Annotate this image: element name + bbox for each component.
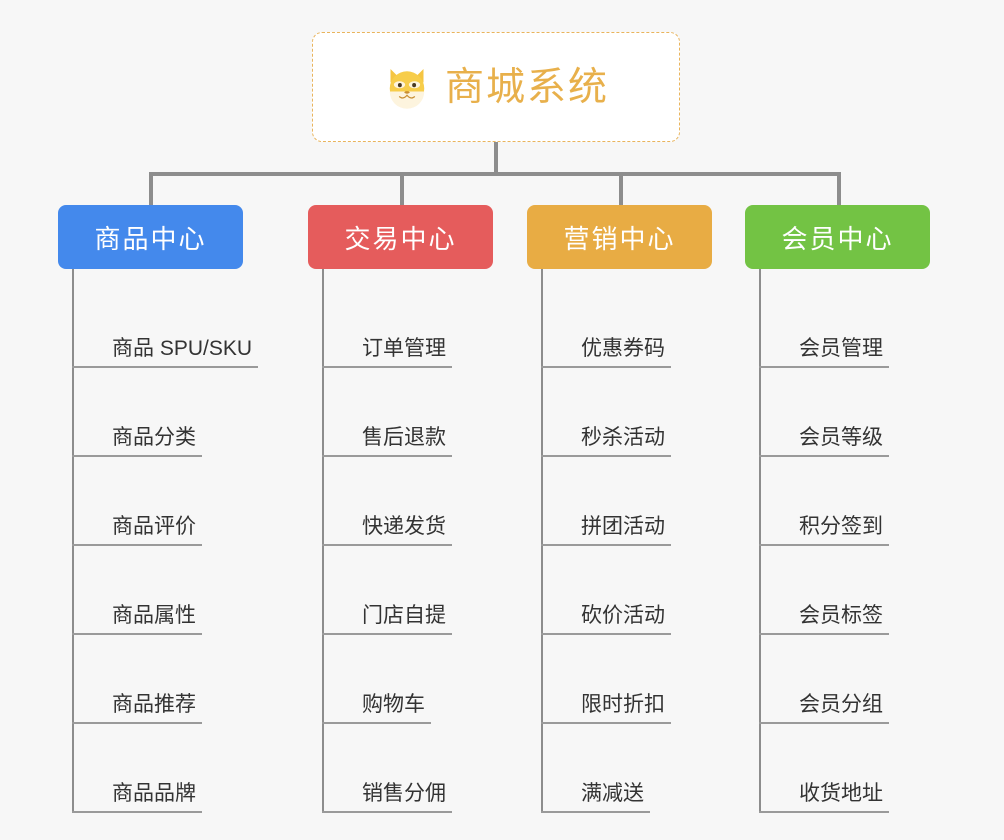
- list-item-rule: [322, 722, 431, 724]
- list-item-label: 积分签到: [799, 515, 883, 538]
- list-item-label: 购物车: [362, 693, 425, 716]
- list-item-label: 收货地址: [799, 782, 883, 805]
- category-header-product-center[interactable]: 商品中心: [58, 205, 243, 269]
- list-item[interactable]: 会员管理: [759, 279, 945, 368]
- list-item-label: 商品分类: [112, 426, 196, 449]
- leaf-spine: [322, 269, 324, 813]
- list-item-rule: [759, 811, 889, 813]
- leaf-list-product-center: 商品 SPU/SKU 商品分类 商品评价 商品属性 商品推荐: [72, 269, 306, 813]
- list-item-rule: [541, 366, 671, 368]
- list-item-label: 商品品牌: [112, 782, 196, 805]
- list-item[interactable]: 销售分佣: [322, 724, 528, 813]
- list-item-label: 会员标签: [799, 604, 883, 627]
- list-item-rule: [759, 722, 889, 724]
- list-item-label: 会员分组: [799, 693, 883, 716]
- list-item[interactable]: 秒杀活动: [541, 368, 727, 457]
- list-item[interactable]: 商品推荐: [72, 635, 306, 724]
- leaf-list-trade-center: 订单管理 售后退款 快递发货 门店自提 购物车: [322, 269, 528, 813]
- list-item[interactable]: 满减送: [541, 724, 727, 813]
- list-item-rule: [322, 811, 452, 813]
- list-item-label: 满减送: [581, 782, 644, 805]
- column-member-center: 会员中心 会员管理 会员等级 积分签到 会员标签: [745, 205, 945, 813]
- list-item[interactable]: 限时折扣: [541, 635, 727, 724]
- list-item[interactable]: 砍价活动: [541, 546, 727, 635]
- column-product-center: 商品中心 商品 SPU/SKU 商品分类 商品评价 商品属性: [58, 205, 306, 813]
- page-title: 商城系统: [444, 65, 609, 109]
- leaf-spine: [541, 269, 543, 813]
- leaf-spine: [759, 269, 761, 813]
- list-item[interactable]: 购物车: [322, 635, 528, 724]
- leaf-list-marketing-center: 优惠券码 秒杀活动 拼团活动 砍价活动 限时折扣: [541, 269, 727, 813]
- list-item-rule: [541, 455, 671, 457]
- connector-horizontal-bus: [149, 172, 841, 176]
- list-item-rule: [72, 544, 202, 546]
- list-item-label: 销售分佣: [362, 782, 446, 805]
- list-item[interactable]: 商品分类: [72, 368, 306, 457]
- list-item-label: 快递发货: [362, 515, 446, 538]
- list-item[interactable]: 收货地址: [759, 724, 945, 813]
- list-item-label: 优惠券码: [581, 337, 665, 360]
- list-item-label: 拼团活动: [581, 515, 665, 538]
- list-item[interactable]: 门店自提: [322, 546, 528, 635]
- list-item-label: 限时折扣: [581, 693, 665, 716]
- category-header-trade-center[interactable]: 交易中心: [308, 205, 493, 269]
- leaf-spine: [72, 269, 74, 813]
- list-item[interactable]: 商品品牌: [72, 724, 306, 813]
- list-item[interactable]: 商品属性: [72, 546, 306, 635]
- dog-face-icon: [389, 69, 425, 109]
- list-item-label: 订单管理: [362, 337, 446, 360]
- list-item-rule: [759, 633, 889, 635]
- list-item-rule: [541, 544, 671, 546]
- list-item-label: 商品推荐: [112, 693, 196, 716]
- list-item-rule: [759, 544, 889, 546]
- list-item-rule: [72, 811, 202, 813]
- list-item-rule: [72, 633, 202, 635]
- connector-drop-4: [837, 172, 841, 205]
- list-item-rule: [759, 366, 889, 368]
- column-trade-center: 交易中心 订单管理 售后退款 快递发货 门店自提: [308, 205, 528, 813]
- list-item-label: 商品评价: [112, 515, 196, 538]
- list-item-label: 商品属性: [112, 604, 196, 627]
- list-item-rule: [72, 722, 202, 724]
- list-item-rule: [541, 722, 671, 724]
- list-item-label: 砍价活动: [581, 604, 665, 627]
- list-item[interactable]: 售后退款: [322, 368, 528, 457]
- list-item[interactable]: 商品评价: [72, 457, 306, 546]
- list-item-label: 售后退款: [362, 426, 446, 449]
- list-item[interactable]: 会员等级: [759, 368, 945, 457]
- list-item-label: 门店自提: [362, 604, 446, 627]
- root-node[interactable]: 商城系统: [312, 32, 680, 142]
- list-item[interactable]: 会员标签: [759, 546, 945, 635]
- leaf-list-member-center: 会员管理 会员等级 积分签到 会员标签 会员分组: [759, 269, 945, 813]
- category-header-member-center[interactable]: 会员中心: [745, 205, 930, 269]
- connector-root-stem: [494, 142, 498, 175]
- column-marketing-center: 营销中心 优惠券码 秒杀活动 拼团活动 砍价活动: [527, 205, 727, 813]
- list-item-rule: [72, 366, 258, 368]
- list-item[interactable]: 订单管理: [322, 279, 528, 368]
- connector-drop-2: [400, 172, 404, 205]
- list-item-label: 秒杀活动: [581, 426, 665, 449]
- list-item[interactable]: 商品 SPU/SKU: [72, 279, 306, 368]
- list-item-rule: [72, 455, 202, 457]
- list-item-rule: [759, 455, 889, 457]
- list-item-rule: [322, 544, 452, 546]
- list-item[interactable]: 快递发货: [322, 457, 528, 546]
- category-header-marketing-center[interactable]: 营销中心: [527, 205, 712, 269]
- list-item-rule: [322, 455, 452, 457]
- list-item-label: 会员管理: [799, 337, 883, 360]
- list-item-rule: [541, 811, 650, 813]
- list-item[interactable]: 会员分组: [759, 635, 945, 724]
- connector-drop-1: [149, 172, 153, 205]
- list-item[interactable]: 拼团活动: [541, 457, 727, 546]
- list-item[interactable]: 积分签到: [759, 457, 945, 546]
- list-item-rule: [541, 633, 671, 635]
- list-item[interactable]: 优惠券码: [541, 279, 727, 368]
- connector-drop-3: [619, 172, 623, 205]
- list-item-label: 会员等级: [799, 426, 883, 449]
- list-item-rule: [322, 366, 452, 368]
- list-item-rule: [322, 633, 452, 635]
- list-item-label: 商品 SPU/SKU: [112, 337, 253, 360]
